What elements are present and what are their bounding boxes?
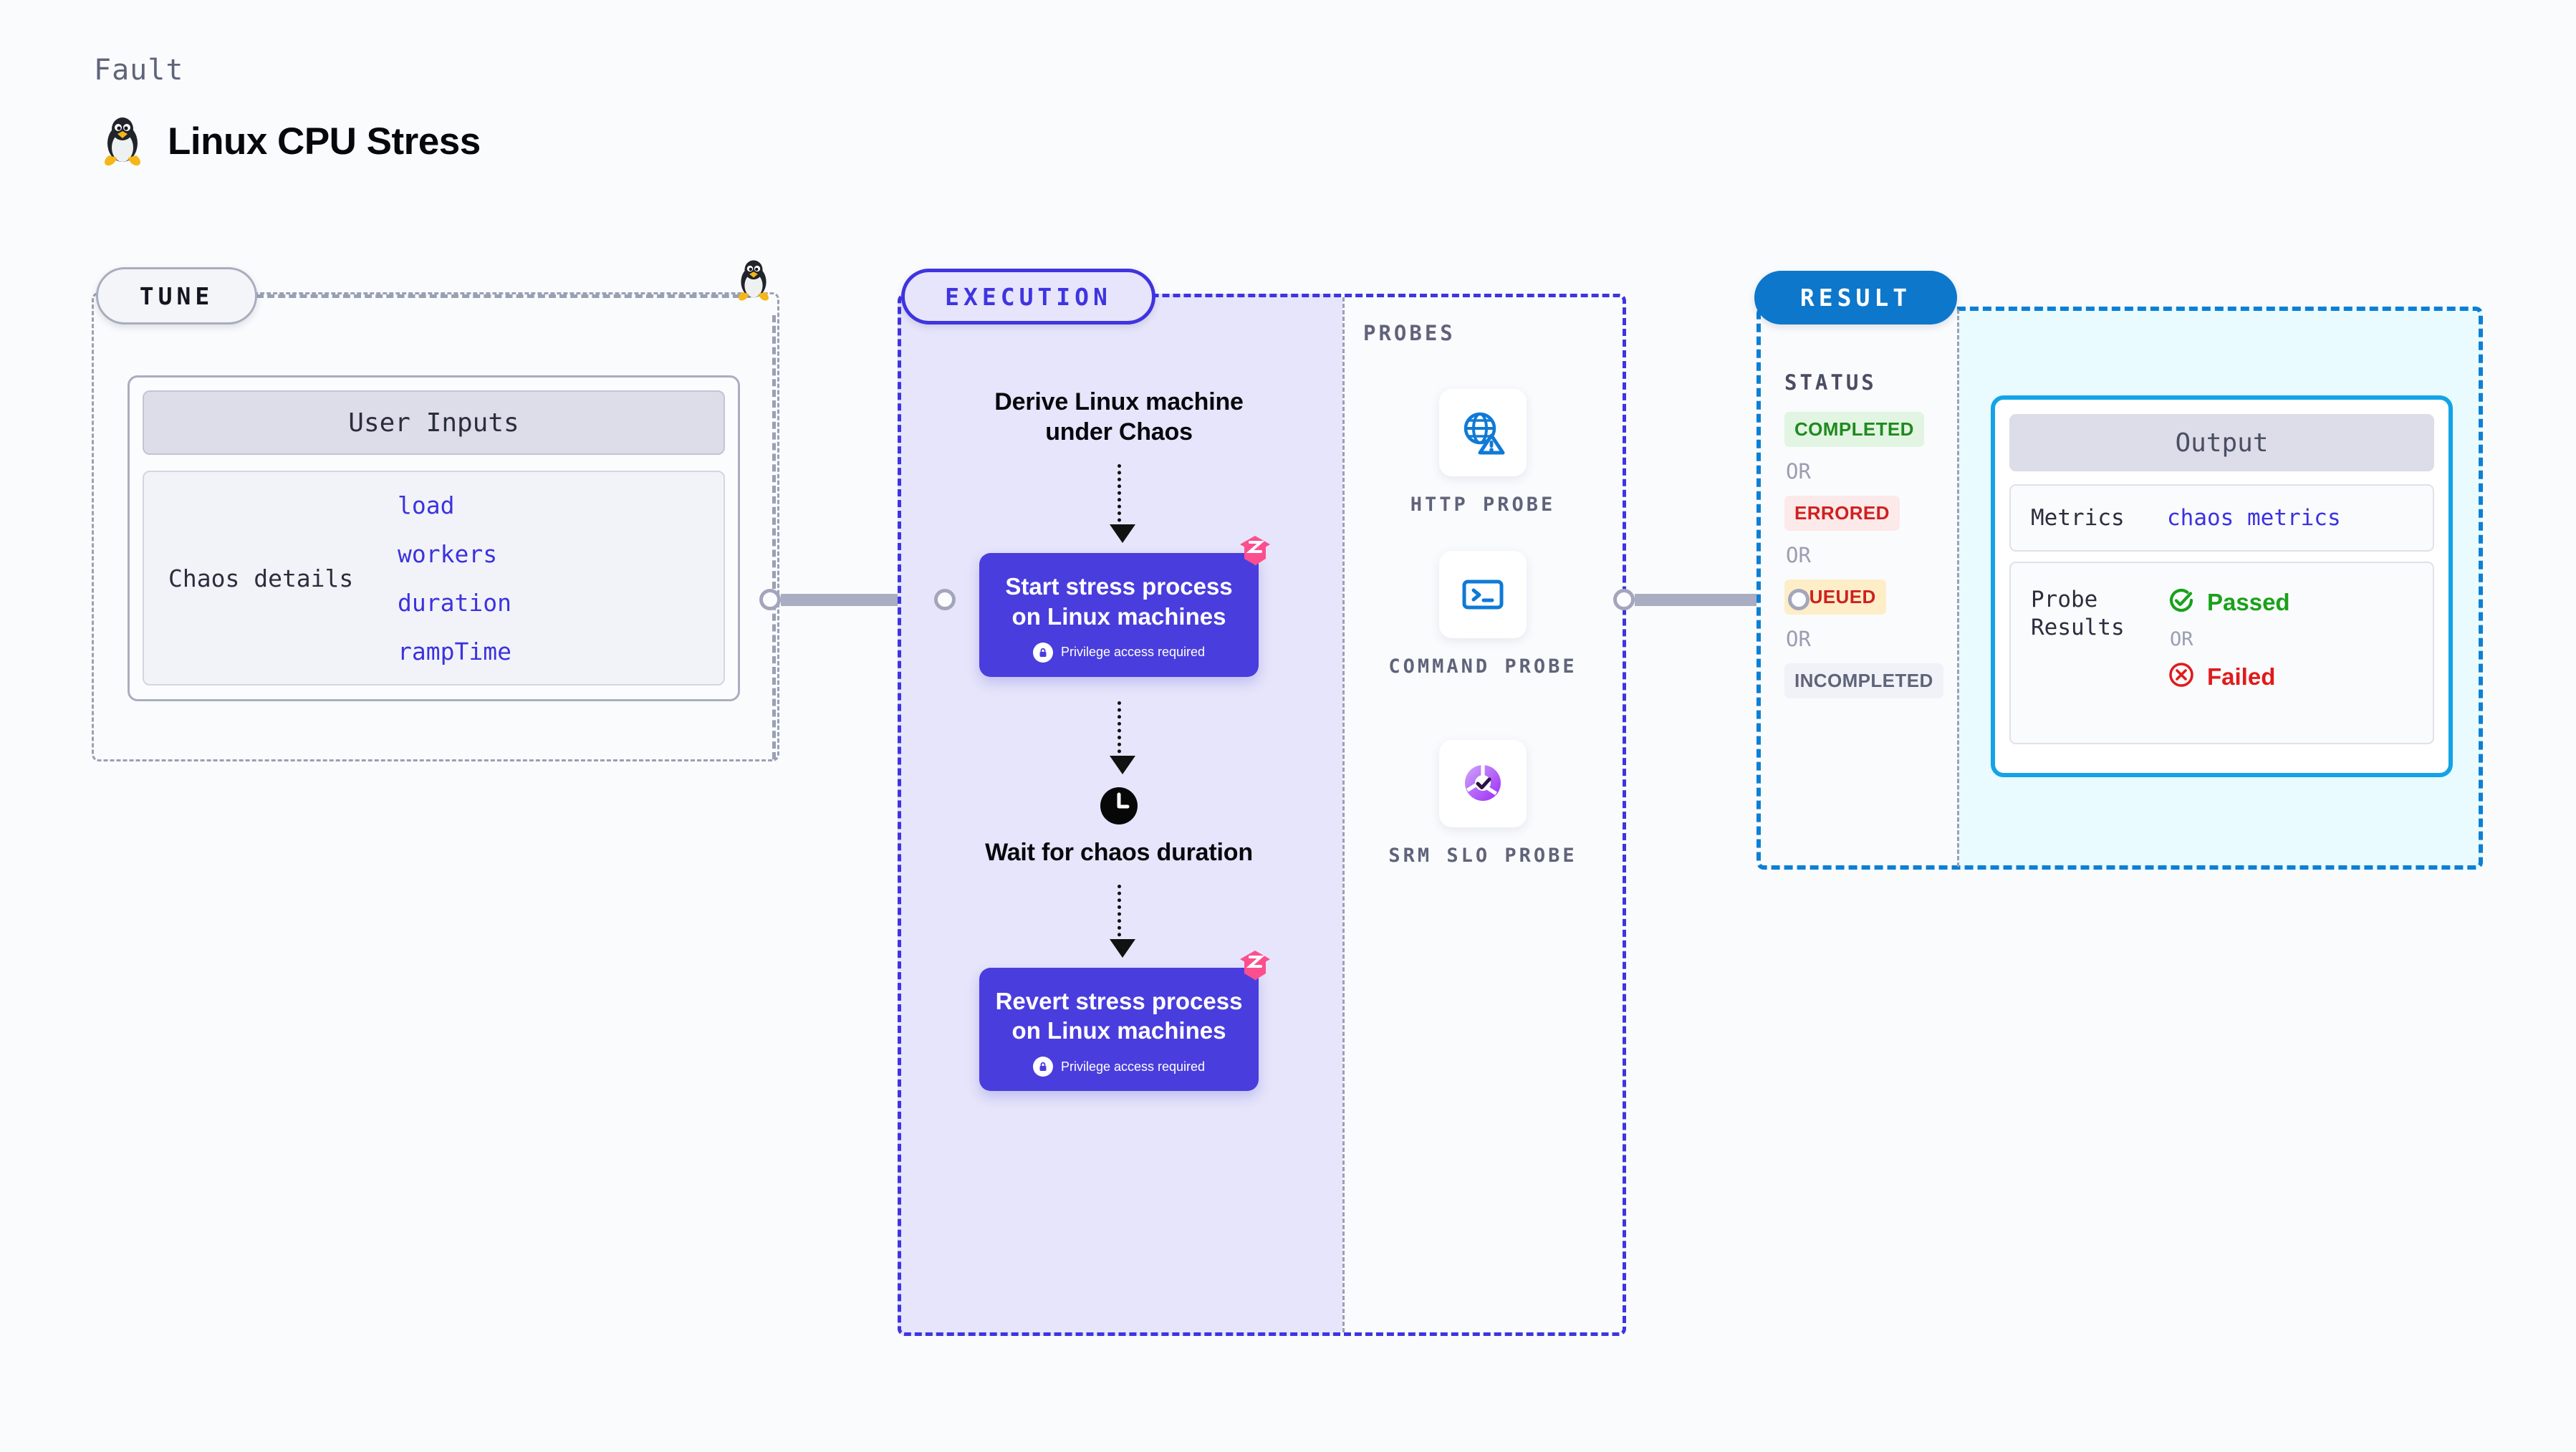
connector-start-dot: [1613, 589, 1635, 610]
probe-results-values: Passed OR Failed: [2167, 586, 2290, 693]
probe-http[interactable]: HTTP PROBE: [1383, 389, 1583, 518]
wait-title: Wait for chaos duration: [985, 838, 1253, 866]
metrics-key: Metrics: [2031, 504, 2125, 531]
status-badge-errored: ERRORED: [1784, 496, 1900, 531]
flow-step-wait: Wait for chaos duration: [979, 786, 1259, 867]
status-or: OR: [1786, 627, 1811, 651]
status-badge-completed: COMPLETED: [1784, 412, 1924, 447]
output-card: Output Metrics chaos metrics Probe Resul…: [1991, 395, 2453, 777]
probe-result-or: OR: [2170, 628, 2193, 650]
flow-step-revert-stress[interactable]: Revert stress process on Linux machines …: [979, 950, 1270, 1092]
flow-arrow-3: [1109, 884, 1135, 958]
tune-connector-line: [256, 294, 751, 298]
step-privilege-note: Privilege access required: [994, 1057, 1244, 1077]
probe-srm-slo[interactable]: SRM SLO PROBE: [1383, 740, 1583, 869]
linux-penguin-icon: [100, 115, 145, 168]
flow-step-start-stress[interactable]: Start stress process on Linux machines P…: [979, 536, 1270, 677]
connector-bar: [781, 593, 910, 606]
linux-penguin-icon: [735, 258, 772, 306]
tune-section-pill[interactable]: TUNE: [96, 267, 257, 324]
status-or: OR: [1786, 543, 1811, 567]
chaos-detail-ramptime[interactable]: rampTime: [398, 637, 511, 665]
flow-arrow-2: [1109, 701, 1135, 774]
lock-icon: [1032, 1057, 1053, 1077]
connector-end-dot: [934, 589, 956, 610]
step-privilege-note: Privilege access required: [994, 642, 1244, 663]
harness-logo-icon: [1239, 534, 1272, 571]
terminal-icon: [1439, 551, 1527, 638]
status-list: COMPLETED OR ERRORED OR QUEUED OR INCOMP…: [1784, 412, 1949, 698]
flow-arrow-1: [1109, 464, 1135, 544]
probes-divider: [1342, 297, 1345, 1332]
status-or: OR: [1786, 459, 1811, 484]
globe-warning-icon: [1439, 389, 1527, 476]
step-privilege-text: Privilege access required: [1060, 1059, 1206, 1074]
chaos-detail-workers[interactable]: workers: [398, 539, 498, 568]
result-divider: [1957, 309, 1959, 867]
step-title: Start stress process on Linux machines: [1005, 573, 1233, 630]
slo-donut-check-icon: [1439, 740, 1527, 827]
execution-section: [898, 294, 1626, 1336]
probe-result-failed: Failed: [2167, 660, 2290, 693]
chaos-details-values: load workers duration rampTime: [398, 491, 511, 665]
status-badge-incompleted: INCOMPLETED: [1784, 663, 1943, 698]
output-header: Output: [2009, 414, 2434, 471]
chaos-details-row: Chaos details load workers duration ramp…: [143, 471, 725, 686]
probe-result-passed: Passed: [2167, 586, 2290, 618]
connector-start-dot: [759, 589, 781, 610]
fault-kicker: Fault: [94, 54, 184, 87]
step-title: Revert stress process on Linux machines: [995, 987, 1243, 1044]
tune-section: [92, 292, 779, 761]
page-title: Linux CPU Stress: [168, 120, 481, 163]
chaos-detail-load[interactable]: load: [398, 491, 455, 519]
probe-results-row: Probe Results Passed OR: [2009, 562, 2434, 744]
harness-logo-icon: [1239, 949, 1272, 986]
execution-flow: Derive Linux machine under Chaos Start s…: [979, 387, 1270, 1092]
execution-section-pill[interactable]: EXECUTION: [901, 269, 1155, 324]
user-inputs-card: User Inputs Chaos details load workers d…: [128, 375, 740, 701]
probe-results-key: Probe Results: [2031, 587, 2125, 640]
check-circle-icon: [2167, 586, 2196, 618]
probe-label: SRM SLO PROBE: [1388, 845, 1577, 867]
step-privilege-text: Privilege access required: [1060, 645, 1206, 660]
x-circle-icon: [2167, 660, 2196, 693]
clock-icon: [979, 786, 1259, 826]
result-section-pill[interactable]: RESULT: [1754, 271, 1957, 324]
passed-text: Passed: [2207, 588, 2290, 615]
user-inputs-header: User Inputs: [143, 390, 725, 455]
flow-step-derive: Derive Linux machine under Chaos: [994, 388, 1244, 446]
chaos-details-label: Chaos details: [168, 564, 354, 592]
connector-end-dot: [1788, 589, 1810, 610]
tune-right-line: [772, 315, 776, 759]
status-label: STATUS: [1784, 370, 1877, 395]
failed-text: Failed: [2207, 663, 2276, 690]
metrics-row: Metrics chaos metrics: [2009, 484, 2434, 552]
probe-label: HTTP PROBE: [1410, 494, 1556, 516]
probe-label: COMMAND PROBE: [1388, 655, 1577, 678]
connector-bar: [1635, 593, 1764, 606]
result-section: [1756, 307, 2483, 870]
chaos-detail-duration[interactable]: duration: [398, 588, 511, 617]
lock-icon: [1032, 642, 1053, 663]
probe-command[interactable]: COMMAND PROBE: [1383, 551, 1583, 680]
metrics-value[interactable]: chaos metrics: [2167, 505, 2341, 531]
fault-title-row: Linux CPU Stress: [100, 115, 481, 168]
probes-section-label: PROBES: [1363, 321, 1456, 345]
